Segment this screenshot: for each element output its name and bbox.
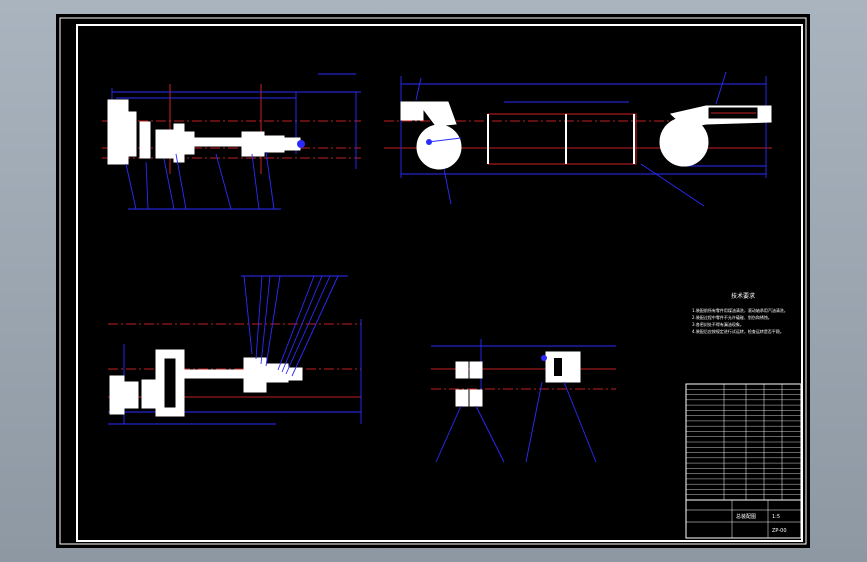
title-block: 总装配图 1:5 ZP-00 <box>685 499 802 539</box>
drawing-sheet: 技术要求 1.装配前所有零件用煤油清洗，滚动轴承用汽油清洗。 2.装配过程中零件… <box>56 14 810 548</box>
cad-drawing: 技术要求 1.装配前所有零件用煤油清洗，滚动轴承用汽油清洗。 2.装配过程中零件… <box>59 17 807 545</box>
view-top-left <box>102 73 361 210</box>
view-bottom-left <box>108 275 362 425</box>
notes-title: 技术要求 <box>731 292 755 300</box>
notes-line: 3.各密封处不得有漏油现象。 <box>692 321 744 327</box>
inner-border <box>76 24 803 542</box>
view-bottom-middle <box>431 339 616 463</box>
notes-line: 2.装配过程中零件不允许磕碰、划伤和锈蚀。 <box>692 314 772 320</box>
technical-notes: 技术要求 1.装配前所有零件用煤油清洗，滚动轴承用汽油清洗。 2.装配过程中零件… <box>692 292 788 334</box>
notes-line: 4.装配后应按规定进行试运转，检查运转是否平稳。 <box>692 328 784 334</box>
view-top-right <box>384 71 772 207</box>
title-block-scale: 1:5 <box>772 514 780 520</box>
title-block-name: 总装配图 <box>736 513 756 520</box>
outer-border <box>59 17 807 545</box>
notes-line: 1.装配前所有零件用煤油清洗，滚动轴承用汽油清洗。 <box>692 307 788 313</box>
parts-list-table <box>685 383 802 501</box>
title-block-drawing-number: ZP-00 <box>772 528 787 534</box>
